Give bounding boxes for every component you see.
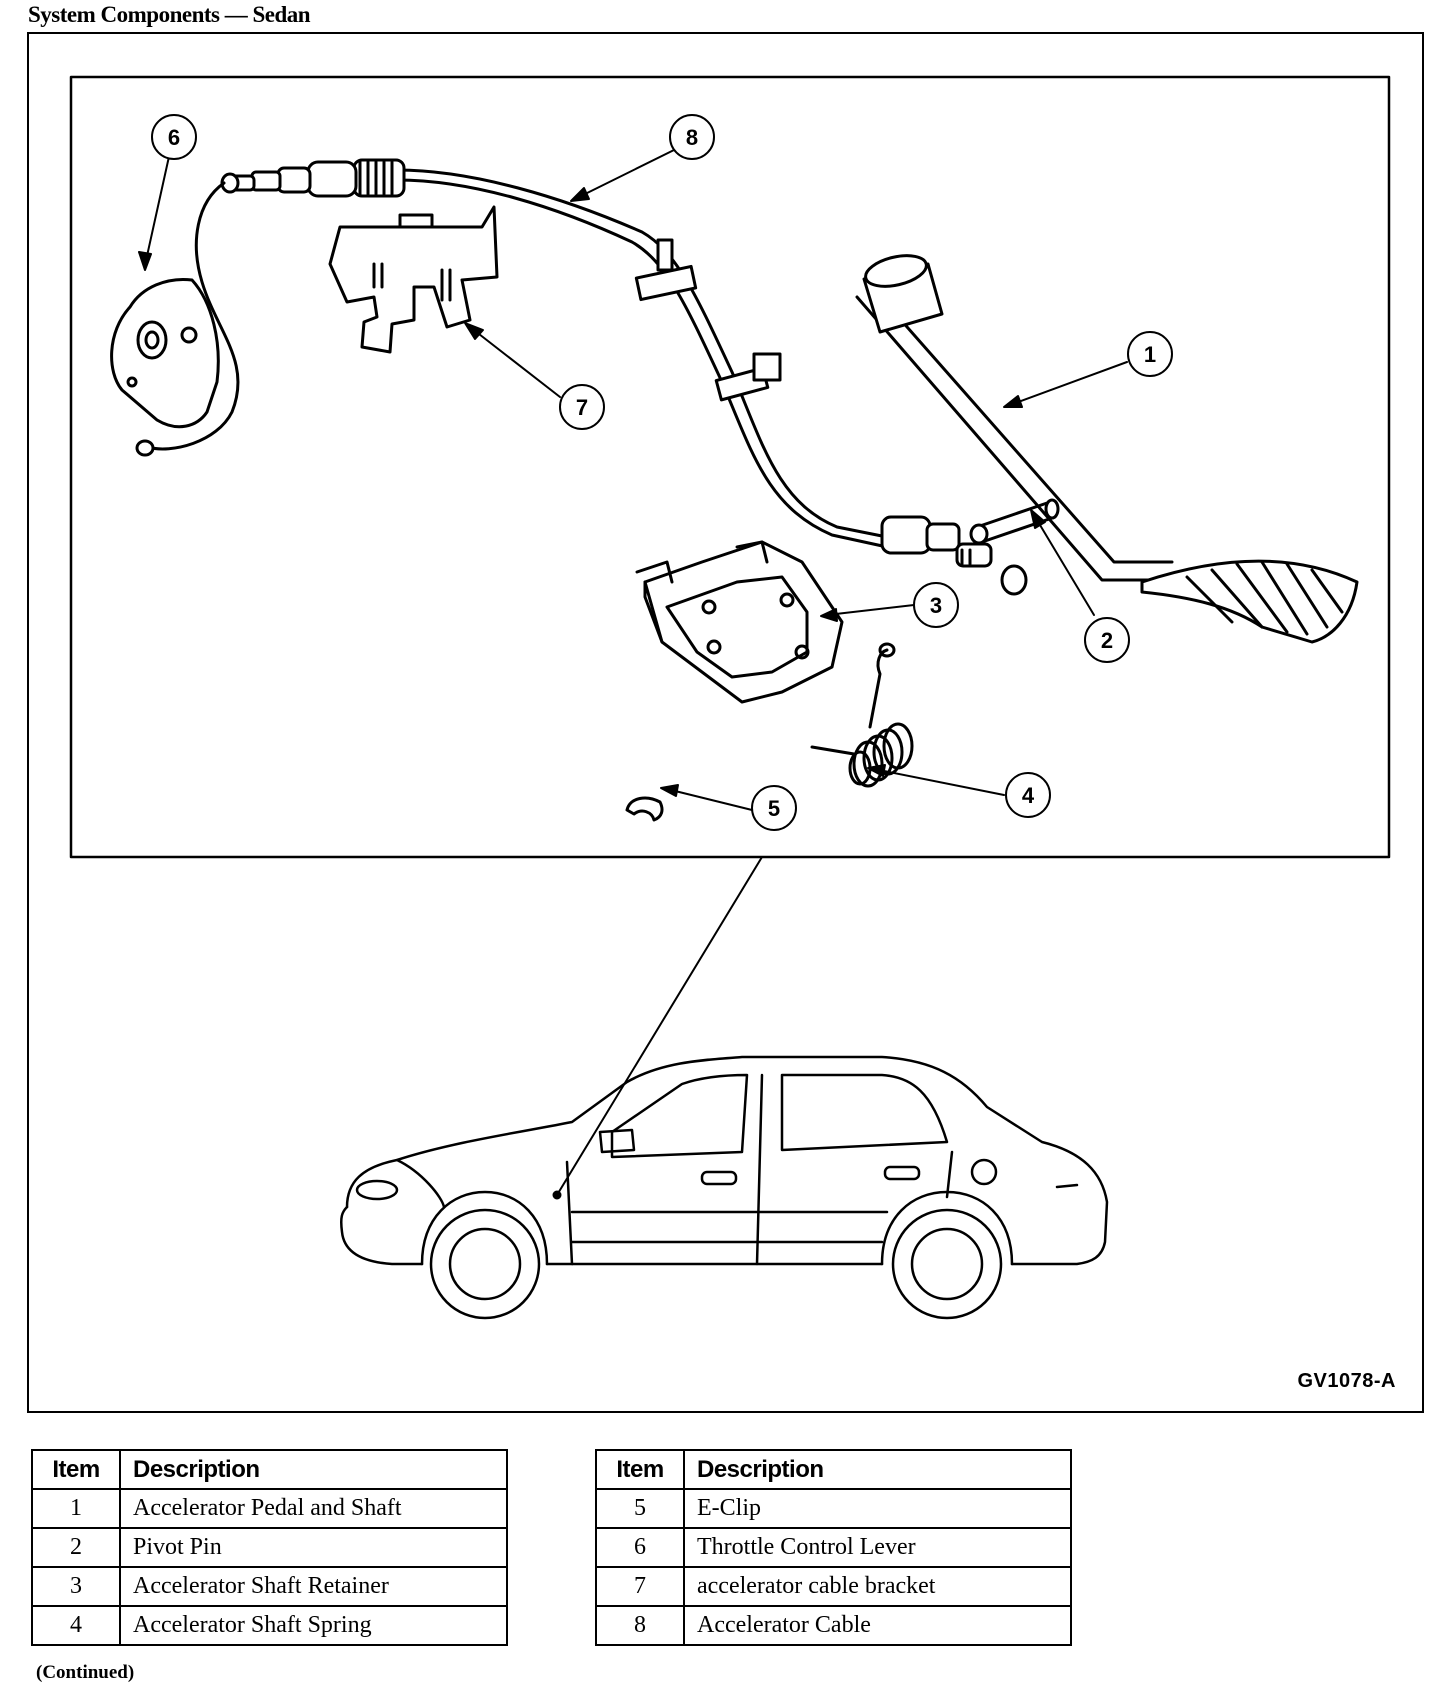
item-description: E-Clip [683, 1488, 1072, 1529]
item-description: Accelerator Cable [683, 1605, 1072, 1646]
item-number: 7 [595, 1566, 685, 1607]
item-number: 1 [31, 1488, 121, 1529]
item-description: Accelerator Shaft Spring [119, 1605, 508, 1646]
table-row: 8 Accelerator Cable [595, 1605, 1072, 1646]
table-row: 1 Accelerator Pedal and Shaft [31, 1488, 508, 1529]
item-number: 5 [595, 1488, 685, 1529]
table-header-row: Item Description [595, 1449, 1072, 1490]
table-row: 5 E-Clip [595, 1488, 1072, 1529]
callout-8: 8 [686, 125, 698, 150]
detail-box [69, 75, 1391, 859]
callout-arrows [138, 149, 1128, 811]
item-description: Pivot Pin [119, 1527, 508, 1568]
callout-2: 2 [1101, 628, 1113, 653]
callout-4-circle [1005, 772, 1051, 818]
table-row: 6 Throttle Control Lever [595, 1527, 1072, 1568]
item-description: Accelerator Pedal and Shaft [119, 1488, 508, 1529]
callout-5: 5 [768, 796, 780, 821]
rear-wheel [891, 1208, 1003, 1320]
item-header: Item [595, 1449, 685, 1490]
figure-code: GV1078-A [1297, 1370, 1396, 1392]
item-description: Accelerator Shaft Retainer [119, 1566, 508, 1607]
location-leader-line [556, 856, 763, 1196]
table-row: 4 Accelerator Shaft Spring [31, 1605, 508, 1646]
item-number: 8 [595, 1605, 685, 1646]
item-description: accelerator cable bracket [683, 1566, 1072, 1607]
callout-4: 4 [1022, 783, 1035, 808]
exploded-view-diagram: 1 2 3 4 5 6 7 8 [69, 75, 1391, 1320]
callout-circles [151, 114, 1173, 831]
callout-6-circle [151, 114, 197, 160]
table-header-row: Item Description [31, 1449, 508, 1490]
sedan-vehicle [339, 1055, 1109, 1320]
callout-labels: 1 2 3 4 5 6 7 8 [168, 125, 1156, 821]
callout-6: 6 [168, 125, 180, 150]
callout-3: 3 [930, 593, 942, 618]
item-number: 3 [31, 1566, 121, 1607]
callout-2-circle [1084, 617, 1130, 663]
front-wheel [429, 1208, 541, 1320]
page-title: System Components — Sedan [28, 2, 311, 27]
accelerator-shaft-retainer [635, 540, 844, 704]
table-row: 2 Pivot Pin [31, 1527, 508, 1568]
callout-3-circle [913, 582, 959, 628]
callout-7-circle [559, 384, 605, 430]
table-row: 7 accelerator cable bracket [595, 1566, 1072, 1607]
parts-table-right: Item Description 5 E-Clip 6 Throttle Con… [595, 1449, 1072, 1646]
callout-5-circle [751, 785, 797, 831]
callout-8-circle [669, 114, 715, 160]
item-number: 2 [31, 1527, 121, 1568]
item-number: 4 [31, 1605, 121, 1646]
table-row: 3 Accelerator Shaft Retainer [31, 1566, 508, 1607]
item-description: Throttle Control Lever [683, 1527, 1072, 1568]
callout-1-circle [1127, 331, 1173, 377]
continued-note: (Continued) [36, 1662, 135, 1683]
accelerator-cable [220, 158, 1028, 596]
callout-7: 7 [576, 395, 588, 420]
accelerator-pedal-and-shaft [855, 254, 1359, 644]
figure-frame: 1 2 3 4 5 6 7 8 [27, 32, 1424, 1413]
throttle-control-lever [110, 181, 240, 457]
accelerator-cable-bracket [328, 205, 499, 354]
description-header: Description [119, 1449, 508, 1490]
item-header: Item [31, 1449, 121, 1490]
e-clip [625, 796, 664, 822]
parts-table-left: Item Description 1 Accelerator Pedal and… [31, 1449, 508, 1646]
description-header: Description [683, 1449, 1072, 1490]
callout-1: 1 [1144, 342, 1156, 367]
item-number: 6 [595, 1527, 685, 1568]
